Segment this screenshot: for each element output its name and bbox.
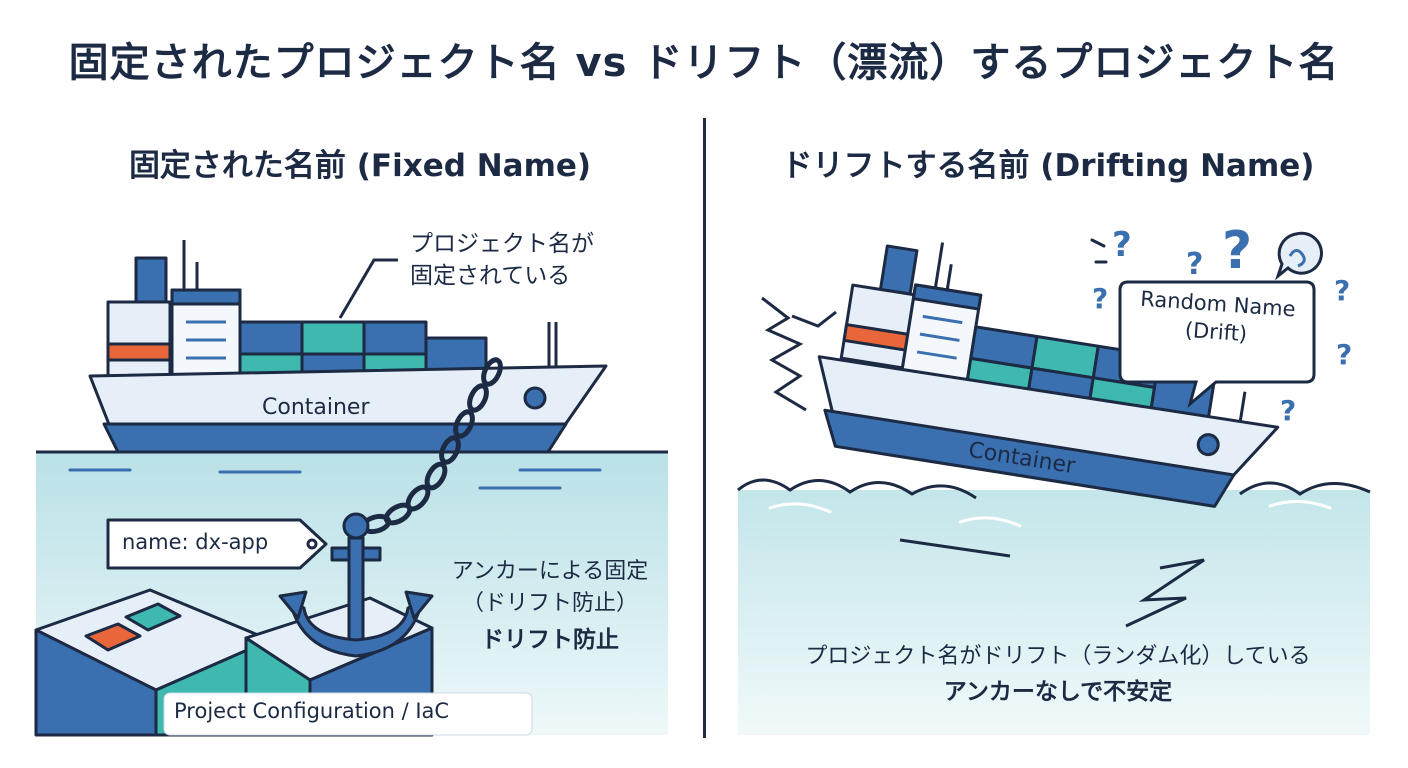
right-caption-bold: アンカーなしで不安定	[943, 679, 1173, 705]
svg-text:?: ?	[1112, 225, 1132, 265]
anchor-text-line1: アンカーによる固定	[451, 559, 649, 584]
page-title: 固定されたプロジェクト名 vs ドリフト（漂流）するプロジェクト名	[68, 40, 1340, 86]
alert-dashes	[1090, 238, 1108, 264]
svg-text:?: ?	[1334, 274, 1350, 307]
speech-bubble	[1118, 280, 1316, 409]
svg-text:?: ?	[1092, 282, 1108, 315]
left-ship-label: Container	[262, 395, 370, 420]
name-tag-label: name: dx-app	[122, 530, 269, 554]
left-callout-pointer	[338, 258, 398, 319]
lightning-left	[761, 296, 807, 412]
left-ship	[88, 240, 608, 454]
anchor-text-line2: （ドリフト防止）	[461, 591, 638, 616]
svg-text:?: ?	[1186, 247, 1203, 282]
left-heading: 固定された名前 (Fixed Name)	[128, 148, 592, 184]
anchor-icon	[278, 512, 434, 658]
name-tag	[106, 518, 328, 570]
right-caption-line1: プロジェクト名がドリフト（ランダム化）している	[805, 644, 1311, 669]
right-drift-lines	[899, 538, 1205, 628]
lightning-top	[791, 310, 837, 328]
question-marks: ? ? ? ? ? ? ?	[1092, 221, 1352, 427]
left-callout: プロジェクト名が 固定されている	[410, 228, 594, 292]
svg-text:?: ?	[1280, 394, 1296, 427]
base-label: Project Configuration / IaC	[174, 699, 450, 723]
right-heading: ドリフトする名前 (Drifting Name)	[781, 148, 1315, 184]
svg-text:?: ?	[1336, 338, 1352, 371]
left-callout-line1: プロジェクト名が	[410, 231, 594, 257]
confused-bubble-icon	[1274, 231, 1323, 281]
svg-text:?: ?	[1222, 221, 1252, 281]
anchor-text-bold: ドリフト防止	[481, 627, 619, 653]
right-water	[738, 490, 1370, 735]
left-callout-line2: 固定されている	[410, 263, 571, 289]
right-caption: プロジェクト名がドリフト（ランダム化）している アンカーなしで不安定	[728, 640, 1388, 710]
base-label-box	[163, 692, 533, 736]
divider	[703, 118, 706, 738]
right-foam	[768, 500, 1332, 528]
left-ripples	[68, 468, 602, 490]
anchor-text: アンカーによる固定 （ドリフト防止） ドリフト防止	[430, 556, 670, 660]
right-waves	[737, 478, 1371, 500]
